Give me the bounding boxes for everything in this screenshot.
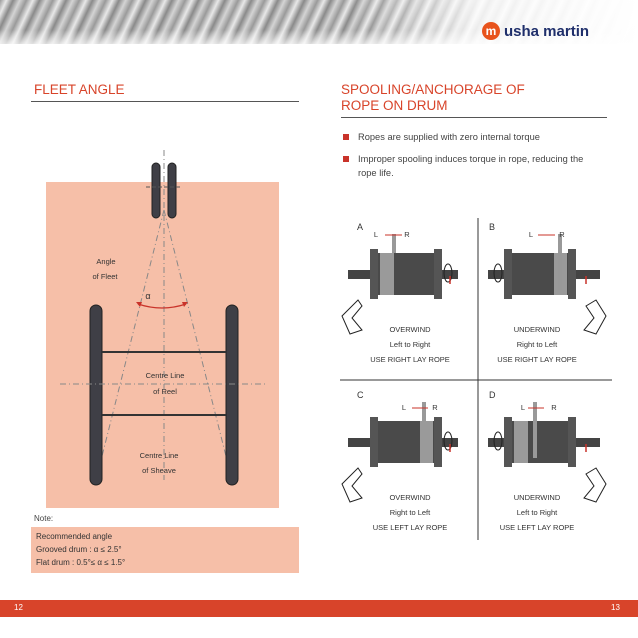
note-title: Note:	[34, 514, 54, 523]
reel-label-line1: Centre Line	[145, 371, 185, 380]
header-fade-bottom	[0, 30, 638, 50]
logo-text: usha martin	[504, 22, 590, 40]
quadrant-d-line2: Left to Right	[516, 508, 558, 517]
quadrant-c-line3: USE LEFT LAY ROPE	[372, 523, 448, 532]
sheave-left-flange	[151, 162, 161, 219]
bullet-text: Improper spooling induces torque in rope…	[358, 154, 584, 178]
quadrant-letter-c: C	[357, 390, 364, 400]
right-hand-icon-a	[341, 299, 363, 335]
brand-logo: m usha martin	[482, 22, 589, 40]
quadrant-d-line3: USE LEFT LAY ROPE	[499, 523, 575, 532]
bullet-text: Ropes are supplied with zero internal to…	[358, 132, 540, 142]
quadrant-letter-b: B	[489, 222, 496, 232]
left-hand-icon-b	[583, 299, 607, 335]
quadrant-letter-a: A	[357, 222, 364, 232]
quadrant-d-r: R	[551, 403, 557, 412]
quadrant-b-line1: UNDERWIND	[513, 325, 561, 334]
quadrant-c-line2: Right to Left	[389, 508, 431, 517]
quadrant-b-line3: USE RIGHT LAY ROPE	[497, 355, 577, 364]
angle-label-line2: of Fleet	[92, 272, 118, 281]
sheave-label-line1: Centre Line	[139, 451, 179, 460]
note-line-3: Flat drum : 0.5°≤ α ≤ 1.5°	[36, 558, 126, 567]
reel-left-flange	[89, 304, 103, 486]
spooling-heading-line2: ROPE ON DRUM	[341, 98, 448, 113]
quadrant-b-line2: Right to Left	[516, 340, 558, 349]
diagram-background	[46, 182, 279, 508]
quadrant-c-r: R	[432, 403, 438, 412]
bullet-item: Ropes are supplied with zero internal to…	[343, 130, 603, 144]
quadrant-letter-d: D	[489, 390, 496, 400]
fleet-angle-arc	[137, 303, 187, 309]
quadrant-a-line2: Left to Right	[389, 340, 431, 349]
note-line-2: Grooved drum : α ≤ 2.5°	[36, 545, 122, 554]
rotation-arrows	[443, 263, 503, 451]
quadrant-d-line1: UNDERWIND	[513, 493, 561, 502]
page-number-right: 13	[611, 603, 620, 612]
left-hand-icon-d	[583, 467, 607, 503]
quadrant-a-line3: USE RIGHT LAY ROPE	[370, 355, 450, 364]
right-heading-rule	[341, 117, 607, 118]
bullet-list: Ropes are supplied with zero internal to…	[343, 130, 603, 188]
fleet-angle-heading: FLEET ANGLE	[34, 82, 125, 97]
quadrant-a-line1: OVERWIND	[389, 325, 431, 334]
bullet-square-icon	[343, 134, 349, 140]
drum-b	[488, 234, 600, 299]
left-heading-rule	[31, 101, 299, 102]
note-box	[31, 527, 299, 573]
alpha-symbol: α	[145, 291, 151, 301]
drum-d	[488, 402, 600, 467]
quadrant-d-l: L	[520, 403, 526, 412]
sheave-label-line2: of Sheave	[142, 466, 176, 475]
logo-mark-icon: m	[482, 22, 500, 40]
arc-arrow-left	[136, 302, 142, 307]
quadrant-c-line1: OVERWIND	[389, 493, 431, 502]
sheave-right-flange	[167, 162, 177, 219]
spooling-heading-line1: SPOOLING/ANCHORAGE OF	[341, 82, 525, 97]
right-hand-icon-c	[341, 467, 363, 503]
fleet-line-right	[163, 209, 233, 481]
quadrant-c-l: L	[401, 403, 407, 412]
footer-bar	[0, 600, 638, 617]
quadrant-b-r: R	[559, 230, 565, 239]
lr-arrows	[385, 234, 555, 409]
page-number-left: 12	[14, 603, 23, 612]
note-line-1: Recommended angle	[36, 532, 113, 541]
fleet-line-left	[95, 209, 165, 481]
bullet-square-icon	[343, 156, 349, 162]
quadrant-a-l: L	[373, 230, 379, 239]
bullet-item: Improper spooling induces torque in rope…	[343, 152, 603, 180]
quadrant-a-r: R	[404, 230, 410, 239]
drum-c	[348, 402, 458, 467]
reel-label-line2: of Reel	[153, 387, 177, 396]
reel-right-flange	[225, 304, 239, 486]
angle-label-line1: Angle	[96, 257, 116, 266]
drum-a	[348, 234, 458, 299]
red-direction-arrows	[449, 276, 587, 452]
arc-arrow-right	[182, 302, 188, 307]
quadrant-b-l: L	[528, 230, 534, 239]
